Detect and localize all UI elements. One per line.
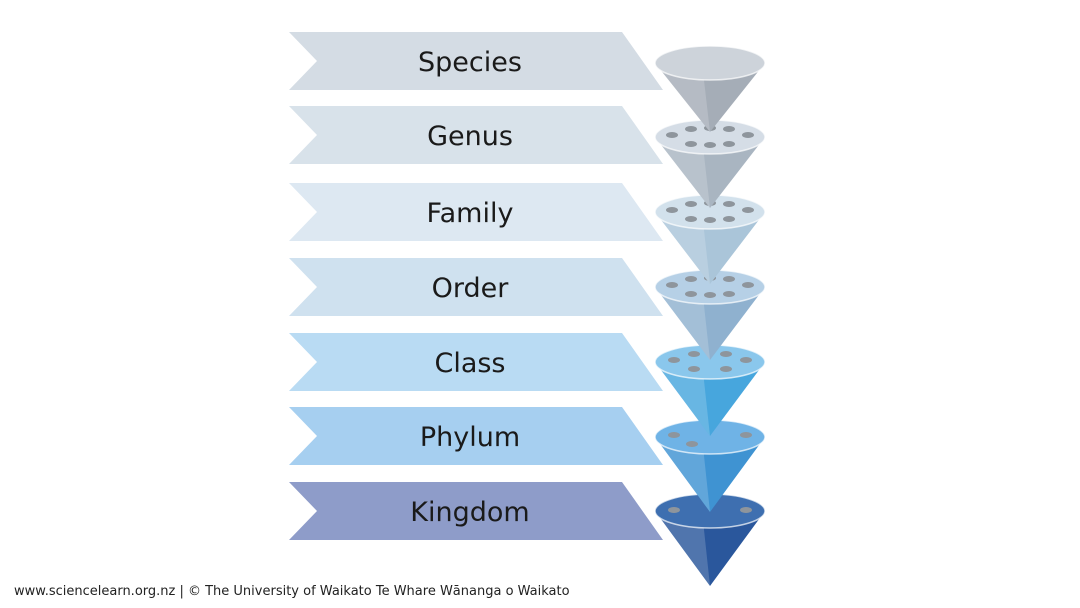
funnel-hole <box>742 207 754 213</box>
funnel-hole <box>688 351 700 357</box>
funnel-hole <box>704 217 716 223</box>
funnel-hole <box>720 351 732 357</box>
funnel-hole <box>720 366 732 372</box>
funnel-hole <box>688 366 700 372</box>
funnel-cone-species <box>654 45 766 132</box>
funnel-hole <box>704 292 716 298</box>
funnel-cone-genus <box>654 119 766 208</box>
funnel-hole <box>704 142 716 148</box>
rank-banner-species: Species <box>289 32 663 90</box>
rank-label-phylum: Phylum <box>420 422 520 453</box>
funnel-hole <box>668 357 680 363</box>
rank-banner-phylum: Phylum <box>289 407 663 465</box>
rank-label-order: Order <box>432 273 510 304</box>
rank-banner-family: Family <box>289 183 663 241</box>
funnel-hole <box>742 132 754 138</box>
funnel-hole <box>668 432 680 438</box>
funnel-stack <box>654 45 766 586</box>
funnel-hole <box>685 291 697 297</box>
funnel-cone-class <box>654 344 766 436</box>
funnel-hole <box>723 141 735 147</box>
rank-banners: SpeciesGenusFamilyOrderClassPhylumKingdo… <box>289 32 663 540</box>
funnel-hole <box>685 201 697 207</box>
rank-banner-genus: Genus <box>289 106 663 164</box>
funnel-hole <box>666 282 678 288</box>
funnel-cone-family <box>654 194 766 284</box>
rank-label-kingdom: Kingdom <box>410 497 529 528</box>
rank-label-species: Species <box>418 47 522 78</box>
rank-banner-order: Order <box>289 258 663 316</box>
rank-label-class: Class <box>434 348 505 379</box>
funnel-hole <box>666 132 678 138</box>
funnel-hole <box>685 126 697 132</box>
rank-label-family: Family <box>427 198 514 229</box>
funnel-hole <box>740 432 752 438</box>
rank-label-genus: Genus <box>427 121 513 152</box>
funnel-hole <box>666 207 678 213</box>
funnel-hole <box>723 276 735 282</box>
funnel-hole <box>723 126 735 132</box>
funnel-hole <box>723 216 735 222</box>
rank-banner-class: Class <box>289 333 663 391</box>
funnel-hole <box>742 282 754 288</box>
funnel-hole <box>668 507 680 513</box>
rank-banner-kingdom: Kingdom <box>289 482 663 540</box>
funnel-hole <box>723 201 735 207</box>
funnel-hole <box>740 357 752 363</box>
funnel-cone-order <box>654 269 766 360</box>
funnel-hole <box>685 141 697 147</box>
funnel-hole <box>686 441 698 447</box>
funnel-hole <box>723 291 735 297</box>
funnel-hole <box>685 276 697 282</box>
funnel-hole <box>740 507 752 513</box>
footer-credit: www.sciencelearn.org.nz | © The Universi… <box>14 584 570 599</box>
funnel-hole <box>685 216 697 222</box>
